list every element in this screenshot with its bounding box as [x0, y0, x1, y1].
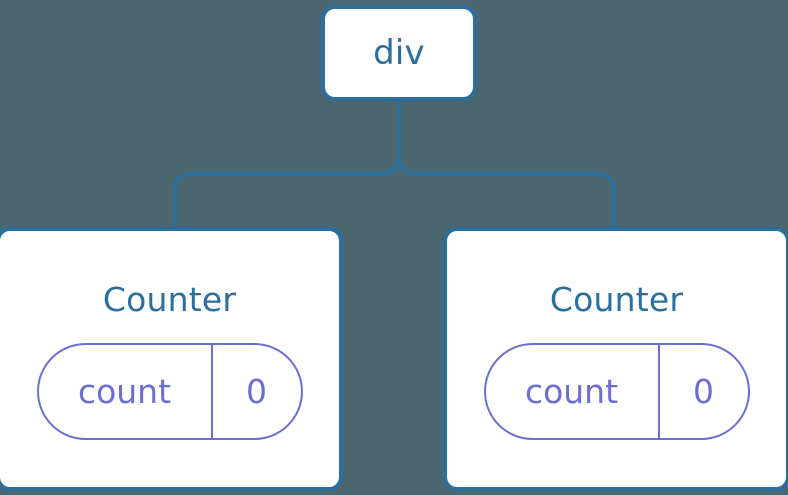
state-pill-right-key: count	[486, 345, 660, 438]
edge-root-to-child-left	[173, 151, 401, 229]
state-pill-left-key: count	[39, 345, 213, 438]
node-counter-left[interactable]: Counter count 0	[0, 227, 343, 491]
state-pill-right[interactable]: count 0	[483, 343, 750, 440]
node-counter-right[interactable]: Counter count 0	[443, 227, 788, 491]
node-root-label: div	[373, 33, 425, 73]
edge-root-to-child-right	[397, 151, 616, 229]
state-pill-right-value: 0	[693, 372, 714, 411]
node-counter-left-title: Counter	[102, 280, 237, 319]
node-counter-right-title: Counter	[549, 280, 684, 319]
node-root-div[interactable]: div	[321, 5, 477, 101]
state-pill-left-value: 0	[246, 372, 267, 411]
state-pill-left[interactable]: count 0	[36, 343, 303, 440]
